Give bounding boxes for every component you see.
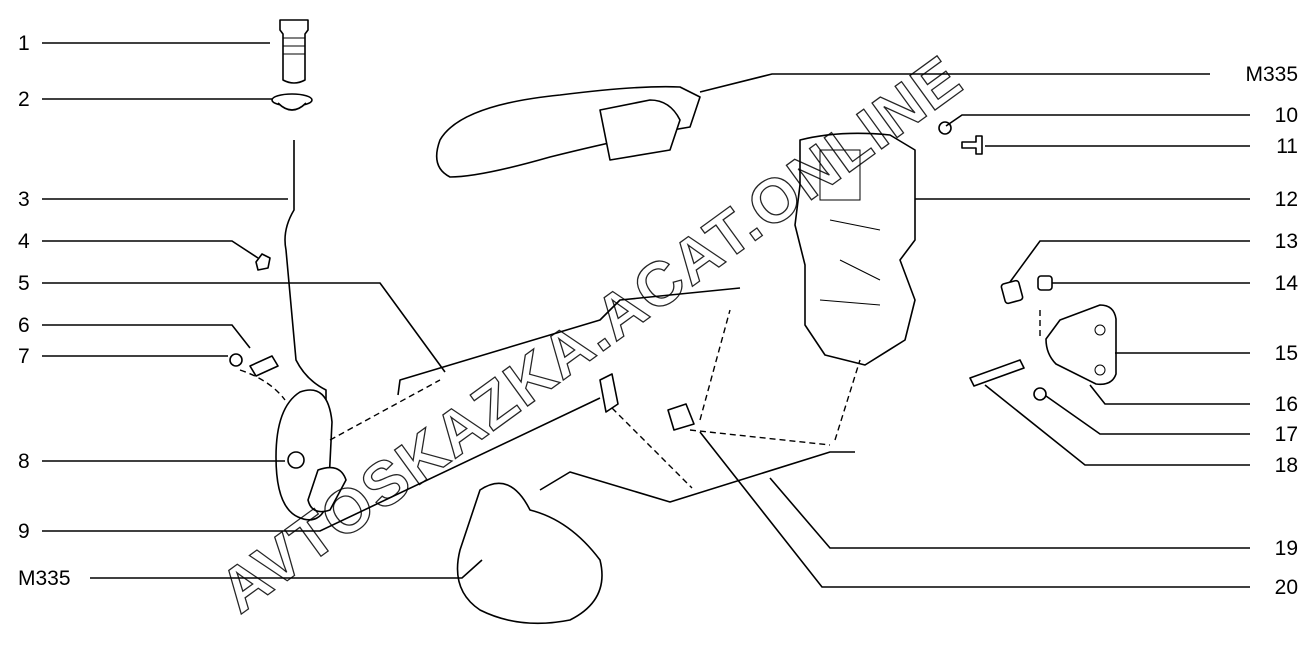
callout-label-5: 5: [18, 272, 30, 295]
part-16-18-screws: [969, 359, 1047, 401]
callout-label-19: 19: [1275, 537, 1298, 560]
callout-label-6: 6: [18, 314, 30, 337]
part-8-9-inner-handle-lever: [275, 389, 347, 521]
part-19-rod: [539, 451, 855, 503]
part-4-clip: [255, 253, 271, 271]
part-6-7-screw: [229, 353, 279, 377]
part-inner-handle-M335: [456, 482, 603, 625]
part-1-knob: [279, 19, 309, 84]
dashed-guides: [239, 309, 1041, 489]
leader-line-20: [699, 431, 1250, 588]
callout-label-11: 11: [1276, 135, 1298, 158]
callout-label-8: 8: [18, 450, 30, 473]
callout-label-18: 18: [1275, 454, 1298, 477]
callout-label-2: 2: [18, 88, 30, 111]
callout-label-1: 1: [18, 32, 30, 55]
leader-line-m335: [699, 73, 1210, 93]
callout-label-9: 9: [18, 520, 30, 543]
leader-line-6: [42, 324, 251, 349]
leader-line-9: [42, 397, 601, 532]
callout-label-3: 3: [18, 188, 30, 211]
callout-label-10: 10: [1275, 104, 1298, 127]
leader-line-19: [769, 477, 1250, 549]
callout-label-20: 20: [1275, 576, 1298, 599]
leader-line-10: [945, 114, 1250, 127]
part-clips-19-20: [599, 373, 695, 431]
leader-line-17: [1045, 395, 1250, 435]
callout-label-m335: M335: [1245, 63, 1298, 86]
callout-label-17: 17: [1275, 423, 1298, 446]
callout-label-15: 15: [1275, 342, 1298, 365]
callout-label-4: 4: [18, 230, 30, 253]
leader-line-18: [984, 384, 1250, 466]
part-13-14-bushings: [1000, 275, 1053, 305]
leader-line-m335: [90, 559, 483, 579]
part-15-striker: [1045, 304, 1117, 386]
part-2-grommet: [271, 93, 313, 111]
callout-label-7: 7: [18, 345, 30, 368]
callout-label-12: 12: [1275, 188, 1298, 211]
leader-line-4: [42, 240, 259, 259]
leader-line-13: [1009, 240, 1250, 283]
leader-line-5: [42, 282, 446, 373]
callout-label-14: 14: [1275, 272, 1299, 295]
leader-line-16: [1089, 384, 1250, 405]
part-outer-handle: [435, 85, 701, 178]
part-10-11-screw: [938, 121, 983, 155]
callout-label-16: 16: [1275, 393, 1298, 416]
part-5-rod: [397, 287, 741, 396]
part-12-lock: [794, 132, 916, 366]
callout-label-13: 13: [1275, 230, 1298, 253]
callout-label-m335: M335: [18, 567, 71, 590]
part-3-rod: [284, 140, 327, 420]
